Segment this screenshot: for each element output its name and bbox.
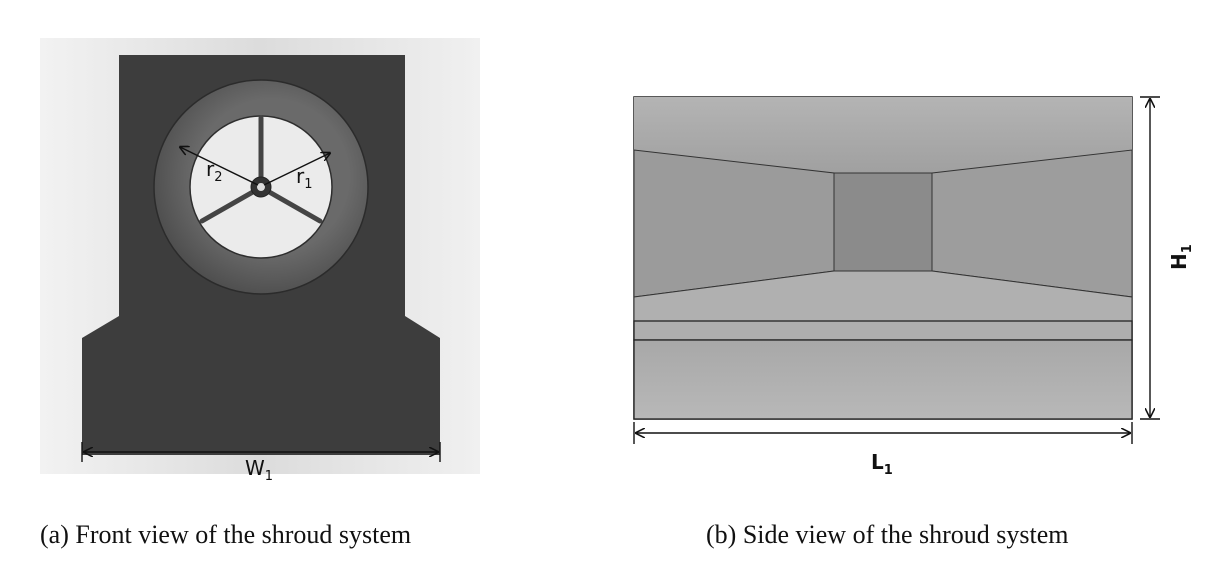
base-strip: [633, 320, 1133, 341]
l1-label: L1: [871, 450, 893, 478]
side-view: H1 L1: [633, 96, 1195, 478]
w1-label: W1: [245, 456, 273, 484]
r2-dimension-arrow: [180, 147, 259, 186]
h1-label: H1: [1167, 244, 1195, 270]
rotor-spokes: [199, 115, 323, 224]
r1-label: r1: [296, 164, 313, 192]
rotor-hub-center: [257, 183, 265, 191]
center-throat: [833, 172, 933, 272]
r1-dimension-arrow: [263, 153, 330, 186]
base-block: [633, 339, 1133, 420]
spoke-bottom-left: [199, 186, 261, 224]
spoke-bottom-right: [261, 186, 323, 224]
front-view: r2 r1 W1: [40, 38, 480, 484]
caption-front-view: (a) Front view of the shroud system: [40, 520, 412, 549]
r2-label: r2: [206, 157, 223, 185]
caption-side-view: (b) Side view of the shroud system: [706, 520, 1069, 549]
top-surface: [634, 97, 1132, 173]
